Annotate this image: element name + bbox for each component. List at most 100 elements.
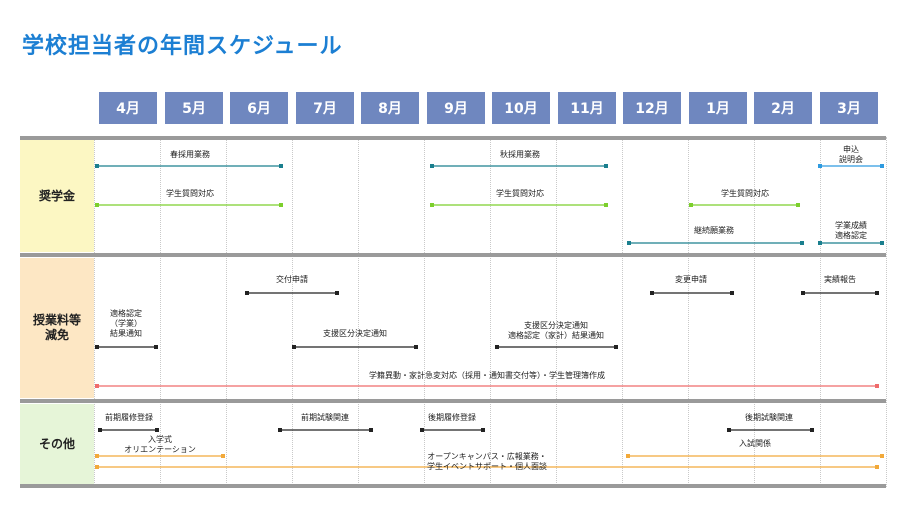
month-label: 3月 [820, 92, 878, 124]
task-bar-endpoint [95, 454, 99, 458]
task-label-student-inquiries: 学生質問対応 [496, 189, 544, 198]
task-bar-endpoint [880, 241, 884, 245]
gridline [820, 137, 821, 487]
task-label-second-term-registration: 後期履修登録 [428, 413, 476, 422]
task-bar-endpoint [875, 384, 879, 388]
gridline [490, 137, 491, 487]
month-label: 4月 [99, 92, 157, 124]
task-label-open-campus: オープンキャンパス・広報業務・ 学生イベントサポート・個人面談 [427, 452, 547, 471]
task-label-continuation: 継続願業務 [694, 226, 734, 235]
task-bar-endpoint [614, 345, 618, 349]
task-label-support-decision-household: 支援区分決定通知 適格認定（家計）結果通知 [508, 321, 604, 340]
month-label: 6月 [230, 92, 288, 124]
gridline [424, 137, 425, 487]
gridline [226, 137, 227, 487]
gridline [160, 137, 161, 487]
task-bar-endpoint [278, 428, 282, 432]
task-bar-endpoint [650, 291, 654, 295]
task-label-first-term-registration: 前期履修登録 [105, 413, 153, 422]
category-label-scholarship: 奨学金 [38, 188, 75, 203]
task-bar-endpoint [154, 345, 158, 349]
task-bar-endpoint [221, 454, 225, 458]
task-label-registry-changes: 学籍異動・家計急変対応（採用・通知書交付等）・学生管理簿作成 [369, 371, 605, 380]
month-label: 2月 [754, 92, 812, 124]
month-label: 7月 [296, 92, 354, 124]
task-bar-endpoint [730, 291, 734, 295]
task-bar-endpoint [689, 203, 693, 207]
month-label: 5月 [165, 92, 223, 124]
month-label: 9月 [427, 92, 485, 124]
task-bar-endpoint [481, 428, 485, 432]
task-bar-endpoint [627, 241, 631, 245]
task-bar-endpoint [727, 428, 731, 432]
task-bar-endpoint [801, 291, 805, 295]
task-bar-endpoint [414, 345, 418, 349]
task-label-eligibility-result: 適格認定 （学業） 結果通知 [110, 309, 142, 338]
gridline [886, 137, 887, 487]
task-bar-endpoint [800, 241, 804, 245]
task-label-spring-recruitment: 春採用業務 [170, 150, 210, 159]
task-bar-endpoint [279, 164, 283, 168]
task-bar-endpoint [880, 164, 884, 168]
task-bar-endpoint [604, 164, 608, 168]
task-bar-endpoint [95, 345, 99, 349]
task-bar-endpoint [875, 291, 879, 295]
task-label-change-application: 変更申請 [675, 275, 707, 284]
task-bar-endpoint [155, 428, 159, 432]
task-label-orientation: 入学式 オリエンテーション [124, 435, 196, 454]
task-bar-endpoint [604, 203, 608, 207]
gridline [754, 137, 755, 487]
gridline [556, 137, 557, 487]
task-bar-endpoint [245, 291, 249, 295]
gridline [292, 137, 293, 487]
task-bar-endpoint [292, 345, 296, 349]
gridline [688, 137, 689, 487]
gridline [622, 137, 623, 487]
task-bar-endpoint [430, 164, 434, 168]
task-bar-endpoint [810, 428, 814, 432]
task-bar-endpoint [95, 465, 99, 469]
category-label-tuition: 授業料等 減免 [32, 313, 81, 342]
month-label: 1月 [689, 92, 747, 124]
task-label-support-decision: 支援区分決定通知 [323, 329, 387, 338]
gridline [94, 137, 95, 487]
task-label-admissions: 入試関係 [739, 439, 771, 448]
task-bar-endpoint [430, 203, 434, 207]
task-bar-endpoint [335, 291, 339, 295]
page-title: 学校担当者の年間スケジュール [22, 34, 343, 59]
task-label-academic-certification: 学業成績 適格認定 [835, 221, 867, 240]
task-label-performance-report: 実績報告 [824, 275, 856, 284]
month-label: 8月 [361, 92, 419, 124]
divider [20, 136, 886, 140]
task-bar-endpoint [420, 428, 424, 432]
divider [20, 253, 886, 257]
month-label: 11月 [558, 92, 616, 124]
task-label-grant-application: 交付申請 [276, 275, 308, 284]
task-bar-endpoint [95, 384, 99, 388]
task-label-student-inquiries: 学生質問対応 [721, 189, 769, 198]
task-bar-endpoint [880, 454, 884, 458]
task-bar-endpoint [818, 241, 822, 245]
task-bar-endpoint [95, 164, 99, 168]
gridline [358, 137, 359, 487]
divider [20, 399, 886, 403]
task-bar-endpoint [495, 345, 499, 349]
task-bar-endpoint [796, 203, 800, 207]
task-label-second-term-exams: 後期試験関連 [745, 413, 793, 422]
month-label: 12月 [623, 92, 681, 124]
task-bar-endpoint [98, 428, 102, 432]
task-bar-endpoint [875, 465, 879, 469]
task-bar-endpoint [626, 454, 630, 458]
task-label-student-inquiries: 学生質問対応 [166, 189, 214, 198]
month-label: 10月 [492, 92, 550, 124]
task-bar-endpoint [279, 203, 283, 207]
divider [20, 484, 886, 488]
task-label-autumn-recruitment: 秋採用業務 [500, 150, 540, 159]
task-label-info-session: 申込 説明会 [839, 145, 863, 164]
task-bar-endpoint [818, 164, 822, 168]
task-bar-endpoint [95, 203, 99, 207]
task-bar-endpoint [369, 428, 373, 432]
task-label-first-term-exams: 前期試験関連 [301, 413, 349, 422]
category-label-other: その他 [38, 436, 75, 451]
